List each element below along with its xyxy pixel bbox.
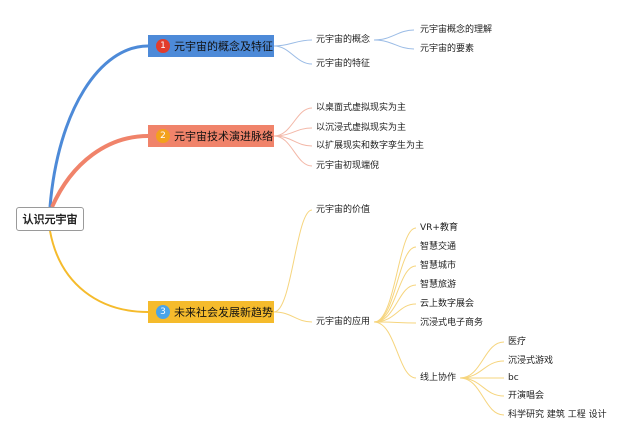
node-features[interactable]: 元宇宙的特征 (316, 59, 371, 69)
number-badge-1: 1 (156, 39, 170, 53)
node-smart-city[interactable]: 智慧城市 (420, 261, 457, 271)
link-root-branch-1 (48, 44, 149, 208)
node-smart-traffic[interactable]: 智慧交通 (420, 242, 457, 252)
node-immersive-vr[interactable]: 以沉浸式虚拟现实为主 (316, 123, 407, 133)
branch-label: 元宇宙的概念及特征 (174, 40, 273, 53)
node-smart-tourism[interactable]: 智慧旅游 (420, 280, 457, 290)
node-xr-digital-twin[interactable]: 以扩展现实和数字孪生为主 (316, 141, 425, 151)
node-immersive-ecommerce[interactable]: 沉浸式电子商务 (420, 318, 484, 328)
node-medical[interactable]: 医疗 (508, 337, 527, 347)
node-bc[interactable]: bc (508, 373, 519, 383)
node-applications[interactable]: 元宇宙的应用 (316, 317, 371, 327)
node-cloud-expo[interactable]: 云上数字展会 (420, 299, 475, 309)
node-online-collaboration[interactable]: 线上协作 (420, 373, 457, 383)
branch-future-trends[interactable]: 3 未来社会发展新趋势 (148, 301, 274, 323)
node-emerging[interactable]: 元宇宙初现端倪 (316, 161, 380, 171)
number-badge-2: 2 (156, 129, 170, 143)
link-root-branch-2 (50, 134, 149, 208)
link-root-branch-3 (49, 230, 149, 313)
node-concept[interactable]: 元宇宙的概念 (316, 35, 371, 45)
node-value[interactable]: 元宇宙的价值 (316, 205, 371, 215)
node-immersive-games[interactable]: 沉浸式游戏 (508, 356, 554, 366)
branch-concept[interactable]: 1 元宇宙的概念及特征 (148, 35, 274, 57)
node-concept-elements[interactable]: 元宇宙的要素 (420, 44, 475, 54)
root-node[interactable]: 认识元宇宙 (16, 207, 84, 231)
node-vr-education[interactable]: VR+教育 (420, 223, 458, 233)
node-concept-understanding[interactable]: 元宇宙概念的理解 (420, 25, 493, 35)
node-desktop-vr[interactable]: 以桌面式虚拟现实为主 (316, 103, 407, 113)
node-concerts[interactable]: 开演唱会 (508, 391, 545, 401)
branch-label: 未来社会发展新趋势 (174, 306, 273, 319)
node-research-design[interactable]: 科学研究 建筑 工程 设计 (508, 410, 607, 420)
branch-label: 元宇宙技术演进脉络 (174, 130, 273, 143)
branch-evolution[interactable]: 2 元宇宙技术演进脉络 (148, 125, 274, 147)
number-badge-3: 3 (156, 305, 170, 319)
